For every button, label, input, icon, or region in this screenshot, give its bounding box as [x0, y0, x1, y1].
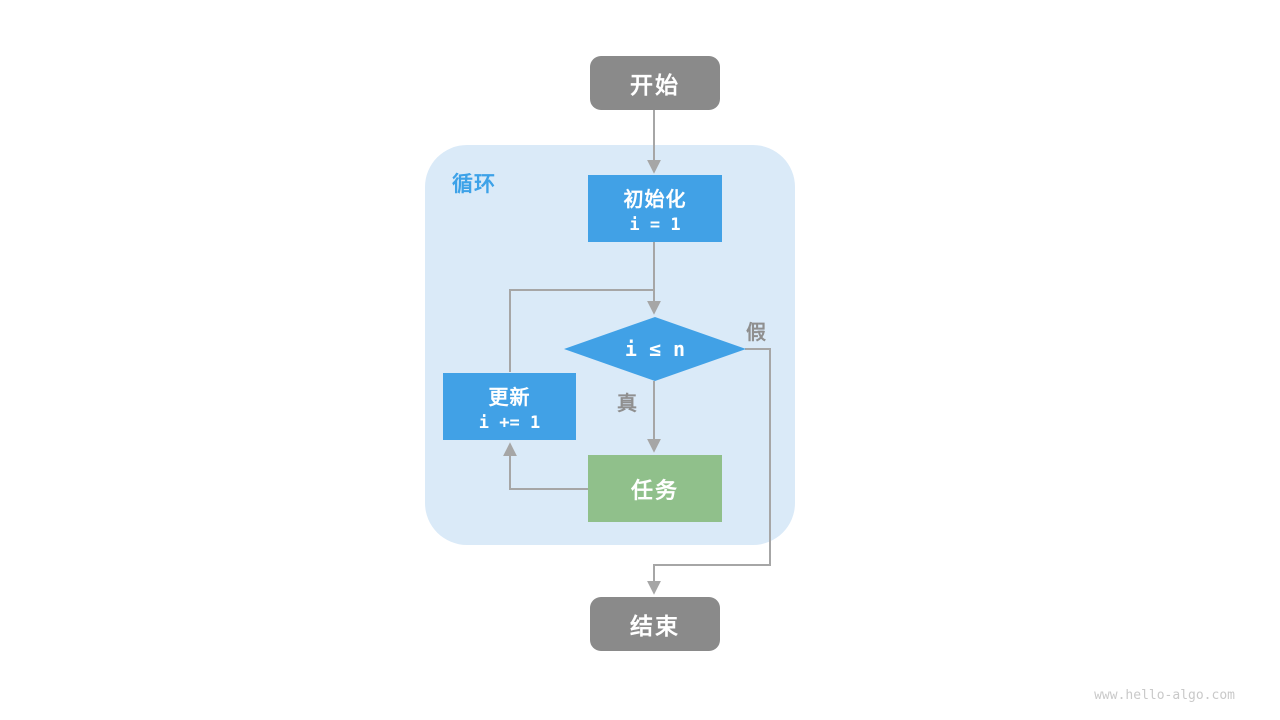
start-node: 开始 [590, 56, 720, 110]
edge-label-true: 真 [617, 393, 637, 415]
edge-label-false: 假 [746, 322, 766, 344]
task-node: 任务 [588, 455, 722, 522]
init-node-code: i = 1 [629, 214, 681, 235]
task-node-label: 任务 [630, 477, 679, 503]
condition-node-label: i ≤ n [624, 337, 686, 361]
watermark: www.hello-algo.com [1094, 688, 1235, 703]
loop-label: 循环 [452, 173, 496, 196]
init-node-label: 初始化 [623, 188, 687, 211]
edge-condition-false-to-end [647, 348, 771, 595]
init-node: 初始化 i = 1 [588, 175, 722, 242]
update-node-code: i += 1 [478, 412, 541, 433]
update-node-label: 更新 [488, 386, 531, 409]
edge-update-loopback [509, 289, 654, 372]
end-node: 结束 [590, 597, 720, 651]
update-node: 更新 i += 1 [443, 373, 576, 440]
edge-task-to-update [503, 442, 588, 490]
start-node-label: 开始 [630, 72, 680, 98]
end-node-label: 结束 [630, 613, 680, 639]
